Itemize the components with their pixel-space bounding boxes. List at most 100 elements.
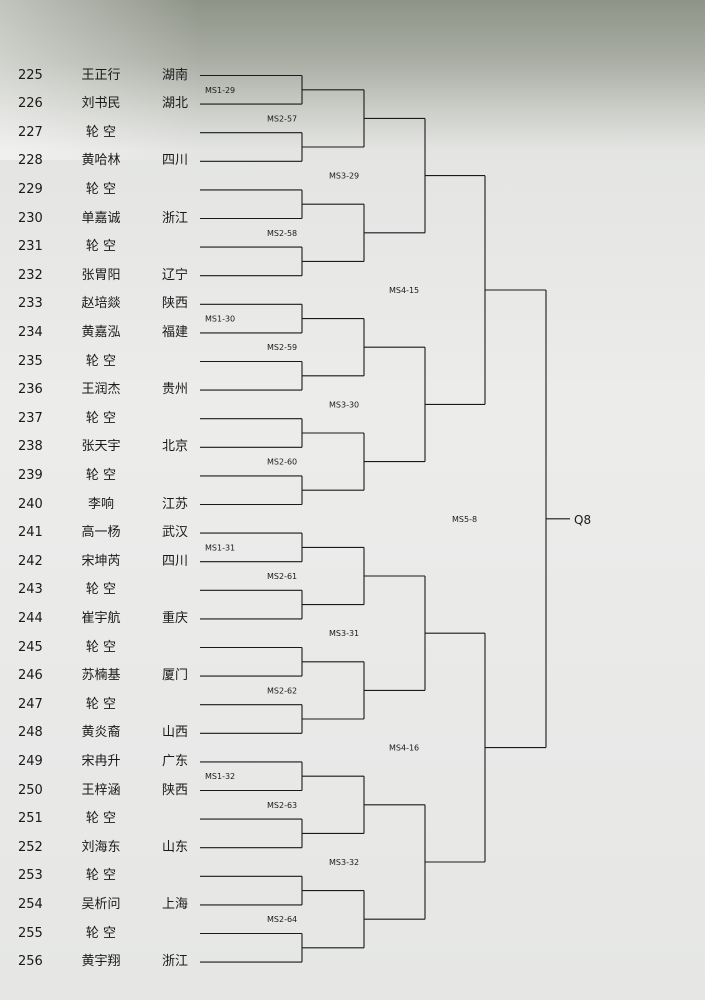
player-region: 陕西 bbox=[162, 782, 189, 798]
player-row: 229 轮 空 bbox=[0, 180, 220, 200]
player-number: 252 bbox=[18, 839, 43, 855]
player-number: 230 bbox=[18, 210, 43, 226]
player-name: 张胃阳 bbox=[81, 267, 121, 283]
player-name: 轮 空 bbox=[85, 353, 117, 369]
player-name: 王润杰 bbox=[81, 382, 121, 398]
match-label: MS2-64 bbox=[267, 915, 297, 924]
player-row: 225 王正行 湖南 bbox=[0, 66, 220, 86]
match-label: MS1-31 bbox=[205, 543, 235, 552]
match-label: MS2-63 bbox=[267, 801, 297, 810]
player-name: 崔宇航 bbox=[81, 610, 121, 626]
player-name: 李响 bbox=[87, 496, 114, 512]
player-name: 轮 空 bbox=[85, 124, 117, 140]
player-number: 226 bbox=[18, 96, 43, 112]
player-number: 225 bbox=[18, 67, 43, 83]
player-region: 北京 bbox=[162, 439, 189, 455]
match-label: MS4-16 bbox=[389, 744, 419, 753]
player-number: 249 bbox=[18, 753, 43, 769]
match-label: MS4-15 bbox=[389, 286, 419, 295]
player-name: 刘书民 bbox=[81, 96, 121, 112]
player-name: 轮 空 bbox=[85, 868, 117, 884]
player-number: 246 bbox=[18, 668, 43, 684]
player-name: 张天宇 bbox=[81, 439, 121, 455]
player-number: 244 bbox=[18, 610, 43, 626]
match-label: MS2-62 bbox=[267, 686, 297, 695]
player-number: 240 bbox=[18, 496, 43, 512]
player-region: 武汉 bbox=[162, 525, 189, 541]
player-region: 浙江 bbox=[162, 210, 189, 226]
player-name: 轮 空 bbox=[85, 181, 117, 197]
player-name: 宋冉升 bbox=[81, 753, 121, 769]
player-name: 吴析问 bbox=[81, 896, 121, 912]
player-row: 251 轮 空 bbox=[0, 809, 220, 829]
player-number: 241 bbox=[18, 525, 43, 541]
player-row: 254 吴析问 上海 bbox=[0, 895, 220, 915]
match-label: MS1-29 bbox=[205, 86, 235, 95]
player-name: 黄宇翔 bbox=[81, 954, 121, 970]
player-row: 235 轮 空 bbox=[0, 352, 220, 372]
match-label: MS3-31 bbox=[329, 629, 359, 638]
player-number: 251 bbox=[18, 811, 43, 827]
player-name: 轮 空 bbox=[85, 811, 117, 827]
player-number: 227 bbox=[18, 124, 43, 140]
player-number: 233 bbox=[18, 296, 43, 312]
player-number: 248 bbox=[18, 725, 43, 741]
player-name: 轮 空 bbox=[85, 239, 117, 255]
player-name: 王正行 bbox=[81, 67, 121, 83]
player-number: 243 bbox=[18, 582, 43, 598]
player-region: 厦门 bbox=[162, 668, 189, 684]
player-row: 238 张天宇 北京 bbox=[0, 437, 220, 457]
player-number: 232 bbox=[18, 267, 43, 283]
player-name: 苏楠基 bbox=[81, 668, 121, 684]
player-name: 轮 空 bbox=[85, 696, 117, 712]
player-region: 湖南 bbox=[162, 67, 189, 83]
match-label: MS2-57 bbox=[267, 114, 297, 123]
player-region: 上海 bbox=[162, 896, 189, 912]
player-number: 239 bbox=[18, 467, 43, 483]
player-row: 246 苏楠基 厦门 bbox=[0, 666, 220, 686]
player-number: 235 bbox=[18, 353, 43, 369]
player-region: 浙江 bbox=[162, 954, 189, 970]
player-region: 四川 bbox=[162, 553, 189, 569]
player-region: 重庆 bbox=[162, 610, 189, 626]
player-name: 轮 空 bbox=[85, 410, 117, 426]
player-region: 福建 bbox=[162, 324, 189, 340]
match-label: MS3-32 bbox=[329, 858, 359, 867]
player-region: 四川 bbox=[162, 153, 189, 169]
player-number: 254 bbox=[18, 896, 43, 912]
player-name: 轮 空 bbox=[85, 639, 117, 655]
player-region: 山西 bbox=[162, 725, 189, 741]
player-number: 245 bbox=[18, 639, 43, 655]
player-name: 轮 空 bbox=[85, 467, 117, 483]
final-slot-label: Q8 bbox=[574, 513, 591, 527]
player-region: 辽宁 bbox=[162, 267, 189, 283]
player-number: 228 bbox=[18, 153, 43, 169]
player-region: 湖北 bbox=[162, 96, 189, 112]
player-row: 244 崔宇航 重庆 bbox=[0, 609, 220, 629]
player-row: 243 轮 空 bbox=[0, 580, 220, 600]
match-label: MS1-32 bbox=[205, 772, 235, 781]
player-number: 236 bbox=[18, 382, 43, 398]
player-row: 232 张胃阳 辽宁 bbox=[0, 266, 220, 286]
player-number: 229 bbox=[18, 181, 43, 197]
player-name: 赵培燚 bbox=[81, 296, 121, 312]
player-number: 238 bbox=[18, 439, 43, 455]
player-name: 王梓涵 bbox=[81, 782, 121, 798]
match-label: MS2-61 bbox=[267, 572, 297, 581]
player-name: 轮 空 bbox=[85, 582, 117, 598]
